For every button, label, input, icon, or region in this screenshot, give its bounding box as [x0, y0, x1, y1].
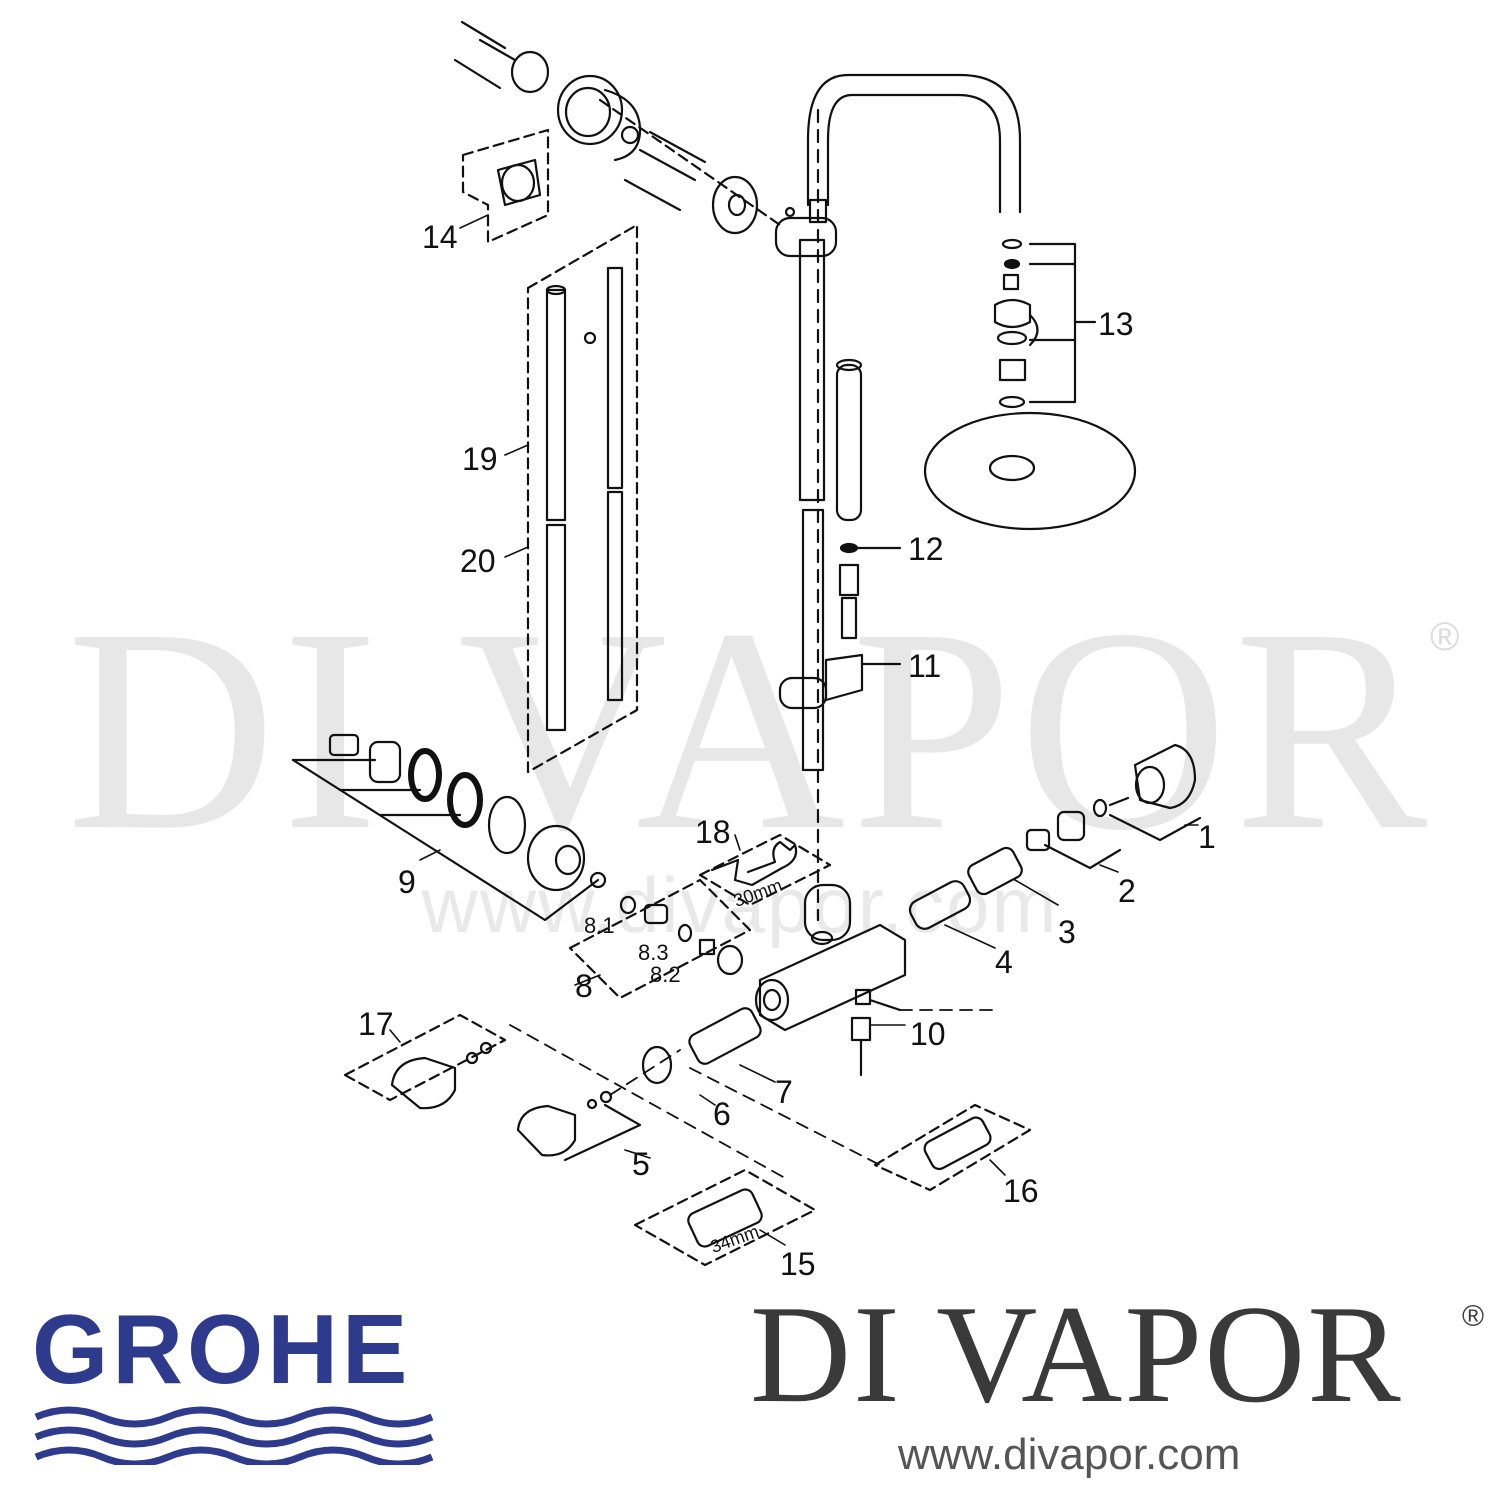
callout-19: 19 [462, 441, 498, 477]
part-16-spare-cartridge [873, 1103, 1032, 1192]
part-11-hand-shower-holder [778, 653, 902, 710]
callout-8-1: 8.1 [584, 913, 615, 938]
callout-labels: 1 2 3 4 5 6 7 8 8.1 8.2 8.3 9 10 11 12 1… [358, 219, 1216, 1282]
callout-8: 8 [575, 968, 593, 1004]
part-15-socket-wrench [633, 1168, 817, 1267]
callout-12: 12 [908, 531, 944, 567]
part-3-cartridge [967, 846, 1023, 896]
grohe-waves-icon [34, 1406, 434, 1465]
part-19-20-rail-panel [526, 223, 639, 774]
callout-9: 9 [398, 864, 416, 900]
callout-1: 1 [1198, 819, 1216, 855]
callout-5: 5 [632, 1146, 650, 1182]
callout-2: 2 [1118, 873, 1136, 909]
callout-10: 10 [910, 1016, 946, 1052]
watermark-registered-mark: ® [1430, 615, 1460, 659]
part-14-wall-rosette [461, 128, 550, 244]
divapor-logo-text: DI VAPOR [750, 1277, 1403, 1432]
callout-13: 13 [1098, 306, 1134, 342]
part-8-check-valve-set [568, 871, 752, 1000]
assembly-guide-lines [509, 1009, 1001, 1179]
part-1-handle [1092, 743, 1202, 842]
part-6-ring [641, 1045, 673, 1085]
callout-leaders [389, 214, 1199, 1246]
callout-4: 4 [995, 944, 1013, 980]
callout-18: 18 [695, 814, 731, 850]
part-5-flow-handle [516, 1090, 642, 1162]
divapor-url: www.divapor.com [898, 1430, 1241, 1479]
callout-15: 15 [780, 1246, 816, 1282]
wall-bracket-assembly [453, 20, 782, 235]
watermark-url: www.divapor.com [421, 861, 1059, 949]
callout-16: 16 [1003, 1173, 1039, 1209]
watermark-brand: DI VAPOR [66, 569, 1434, 890]
part-4-adapter [908, 880, 972, 930]
callout-6: 6 [713, 1096, 731, 1132]
callout-8-3: 8.3 [638, 940, 669, 965]
part-18-wrench [698, 833, 832, 907]
part-2-stop-ring [1025, 810, 1122, 870]
divapor-registered-mark: ® [1462, 1300, 1485, 1333]
thermostat-body [754, 883, 907, 1077]
callout-3: 3 [1058, 914, 1076, 950]
callout-11: 11 [908, 648, 941, 684]
callout-8-2: 8.2 [650, 962, 681, 987]
part-17-temperature-handle [343, 1013, 507, 1110]
callout-7: 7 [775, 1074, 793, 1110]
wrench-34mm-label: 34mm [708, 1221, 762, 1257]
riser-rail [774, 73, 1022, 922]
part-13-head-shower-set [923, 238, 1137, 531]
callout-20: 20 [460, 543, 496, 579]
part-7-flow-cartridge [688, 1007, 762, 1065]
part-9-connector-set [291, 733, 600, 922]
callout-17: 17 [358, 1006, 394, 1042]
hand-shower [835, 358, 902, 640]
grohe-logo-text: GROHE [32, 1294, 412, 1404]
callout-14: 14 [422, 219, 458, 255]
